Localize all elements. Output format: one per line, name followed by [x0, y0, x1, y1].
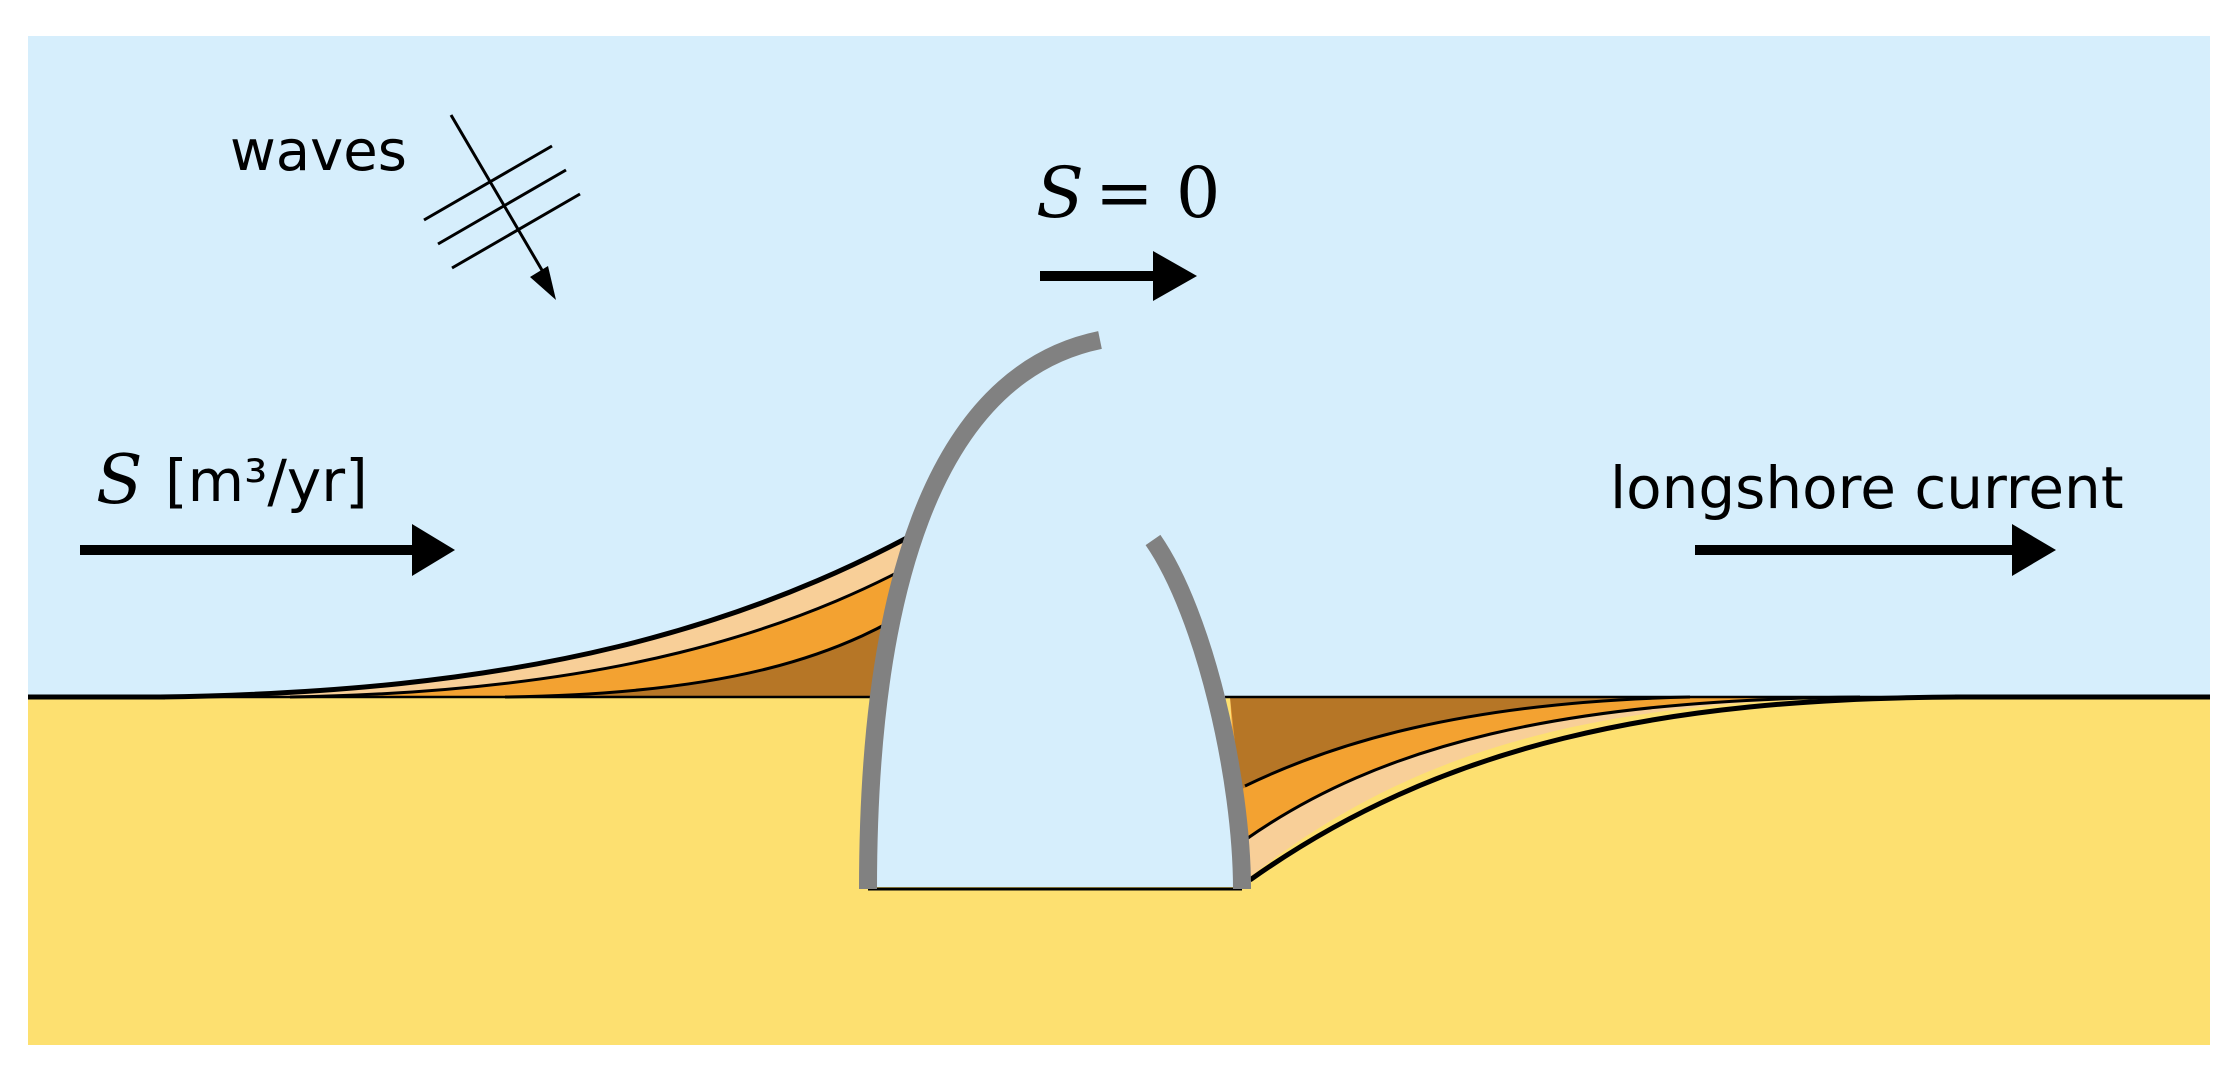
- downdrift-erosion: [1230, 694, 1961, 885]
- waves-label: waves: [230, 119, 407, 184]
- flux-arrow-icon: [80, 524, 455, 576]
- updrift-layer-dark: [505, 590, 940, 697]
- harbour-basin: [868, 340, 1240, 887]
- downdrift-contour-2: [1244, 695, 1691, 788]
- left-breakwater: [859, 331, 1102, 890]
- zero-flux-arrow-icon: [1040, 251, 1197, 301]
- downdrift-contour-1: [1244, 695, 1861, 842]
- wave-direction-arrowhead-icon: [530, 266, 556, 300]
- right-breakwater: [1145, 534, 1251, 890]
- current-label: longshore current: [1610, 454, 2124, 522]
- zero-flux-symbol: S: [1036, 152, 1084, 234]
- downdrift-layer-dark: [1230, 697, 1690, 790]
- downdrift-shoreline: [1248, 694, 1961, 883]
- zero-flux-equals: = 0: [1095, 152, 1220, 234]
- flux-symbol: S: [96, 441, 143, 520]
- updrift-layer-mid: [290, 528, 975, 697]
- updrift-shoreline: [159, 477, 1007, 700]
- wave-crests-icon: [423, 114, 581, 278]
- flux-units: [m³/yr]: [165, 447, 368, 515]
- current-arrow-icon: [1695, 524, 2056, 576]
